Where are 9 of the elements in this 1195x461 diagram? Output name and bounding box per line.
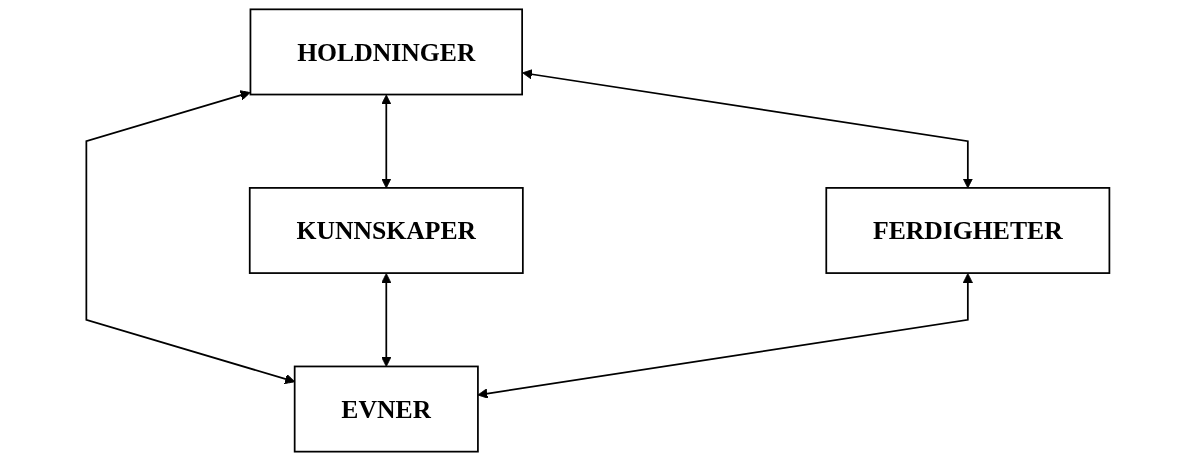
node-box: KUNNSKAPER (248, 187, 524, 274)
node-box: FERDIGHETER (825, 187, 1110, 274)
node-box: EVNER (293, 365, 479, 453)
arrow (380, 94, 392, 189)
node-box: HOLDNINGER (249, 8, 523, 96)
arrow (477, 273, 973, 399)
arrow (85, 90, 295, 385)
arrow (521, 69, 973, 189)
arrow (380, 273, 392, 367)
